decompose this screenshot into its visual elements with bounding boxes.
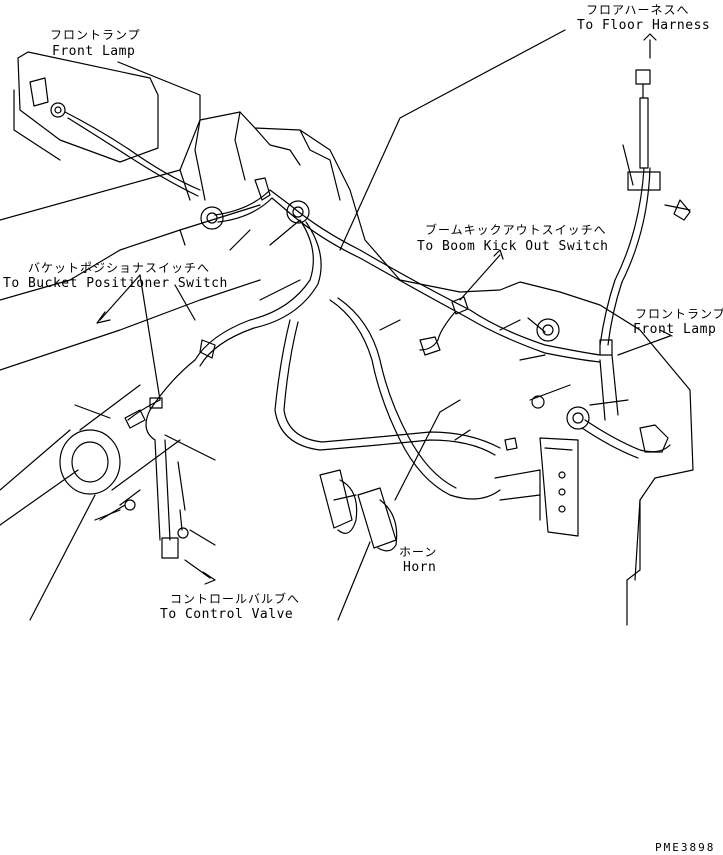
frame-body [0, 111, 694, 626]
front-lamp-right-jp-label: フロントランプ [635, 307, 723, 321]
bolts [119, 354, 571, 539]
control-valve-en-label: To Control Valve [160, 607, 294, 622]
drawing-code: PME3898 [655, 841, 716, 854]
boom-kickout-en-label: To Boom Kick Out Switch [417, 239, 609, 254]
front-lamp-left-en-label: Front Lamp [52, 44, 136, 59]
horn-jp-label: ホーン [399, 545, 438, 559]
horn [319, 469, 398, 552]
control-valve-jp-label: コントロールバルブへ [170, 592, 301, 606]
bucket-positioner-connector [124, 397, 186, 559]
floor-harness-connector [599, 69, 691, 346]
grommets [199, 177, 613, 430]
boom-kickout-connector [419, 296, 469, 356]
harness-trunk [127, 189, 601, 500]
floor-harness-jp-label: フロアハーネスへ [586, 3, 690, 17]
mounting-bracket [494, 437, 579, 537]
boom-cylinder [0, 384, 181, 621]
floor-harness-en-label: To Floor Harness [577, 18, 711, 33]
bucket-positioner-jp-label: バケットポジショナスイッチへ [28, 261, 211, 275]
boom-kickout-jp-label: ブームキックアウトスイッチへ [425, 223, 607, 237]
front-lamp-right-en-label: Front Lamp [633, 322, 717, 337]
bucket-positioner-en-label: To Bucket Positioner Switch [3, 276, 228, 291]
front-lamp-right-housing [581, 354, 671, 459]
leader-lines [74, 29, 673, 621]
front-lamp-left-jp-label: フロントランプ [50, 28, 141, 42]
front-lamp-left-housing [13, 51, 201, 197]
horn-en-label: Horn [403, 560, 437, 575]
